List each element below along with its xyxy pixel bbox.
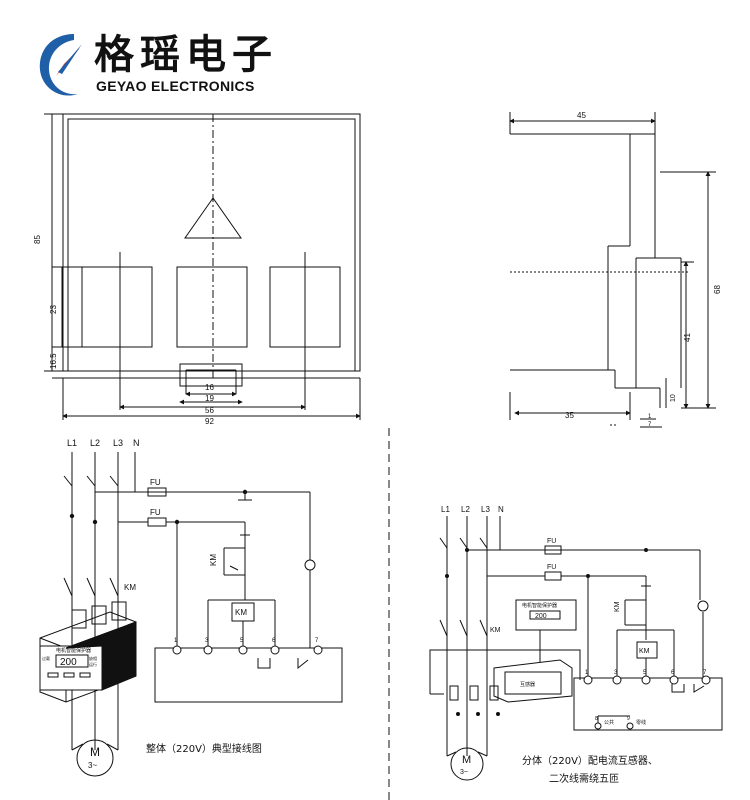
left-motor-m: M	[90, 745, 100, 759]
right-ct-label: 互感器	[520, 681, 535, 688]
dim-16-5: 16.5	[49, 353, 58, 369]
wiring-integrated-labels: L1 L2 L3 N FU FU KM KM KM 电机智能保护器 200 过载…	[42, 438, 319, 770]
left-l1: L1	[67, 438, 77, 448]
front-view	[44, 113, 361, 420]
right-l3: L3	[481, 505, 490, 514]
right-label-common: 公共	[604, 719, 614, 726]
coil-km-right	[636, 641, 658, 659]
brand-name-cn: 格瑶电子	[94, 32, 278, 78]
dim-41: 41	[683, 333, 692, 342]
right-km-coil-tag: KM	[614, 601, 621, 612]
right-display: 200	[535, 613, 547, 620]
right-term-8: 8	[595, 716, 598, 722]
right-device-title: 电机智能保护器	[522, 602, 557, 609]
right-caption-line1: 分体（220V）配电流互感器、	[522, 754, 658, 767]
right-motor-m: M	[462, 754, 471, 766]
dim-85: 85	[33, 235, 42, 244]
dim-35: 35	[565, 411, 574, 420]
front-window-left	[81, 266, 153, 348]
dim-45: 45	[577, 111, 586, 120]
left-n: N	[133, 438, 140, 448]
dim-56: 56	[205, 406, 214, 415]
motor-left-circle	[76, 739, 114, 777]
left-fu-2: FU	[150, 508, 161, 517]
left-fu-1: FU	[150, 478, 161, 487]
wiring-split	[429, 516, 723, 781]
front-inner-frame	[67, 118, 356, 372]
display-unit-right	[515, 599, 577, 631]
left-side-label-1: 过载	[42, 655, 50, 661]
right-l2: L2	[461, 505, 470, 514]
dim-7: 7	[648, 422, 652, 428]
left-term-3: 3	[205, 638, 209, 644]
geyao-logo-icon	[39, 34, 82, 96]
right-km-main: KM	[490, 627, 501, 634]
left-term-1: 1	[174, 638, 178, 644]
right-fu-2: FU	[547, 564, 556, 571]
left-motor-sub: 3~	[88, 761, 97, 770]
dim-19: 19	[205, 394, 214, 403]
brand-logo: 格瑶电子 GEYAO ELECTRONICS	[34, 26, 274, 106]
dim-92: 92	[205, 417, 214, 426]
motor-right-circle	[450, 747, 484, 781]
brand-name-en: GEYAO ELECTRONICS	[96, 78, 255, 94]
wiring-split-labels: L1 L2 L3 N FU FU KM KM KM 电机智能保护器 200 互感…	[441, 505, 707, 785]
front-base-slot	[179, 363, 243, 387]
right-term-1: 1	[585, 670, 589, 676]
front-window-center	[176, 266, 248, 348]
left-term-7: 7	[315, 638, 319, 644]
dim-23: 23	[49, 305, 58, 314]
terminal-block-right	[573, 677, 723, 731]
wiring-split-dots	[445, 548, 648, 716]
dim-10: 10	[670, 394, 677, 402]
front-triangle-mark	[184, 197, 242, 239]
right-caption-line2: 二次线需绕五匝	[549, 772, 619, 785]
left-km-coil-tag: KM	[209, 554, 218, 566]
right-term-7: 7	[703, 670, 707, 676]
left-km-main: KM	[124, 583, 136, 592]
left-device-title: 电机智能保护器	[56, 647, 91, 654]
wiring-integrated	[39, 452, 343, 777]
right-term-3: 3	[614, 670, 618, 676]
side-view	[509, 112, 716, 428]
right-km-box: KM	[639, 648, 650, 655]
right-fu-1: FU	[547, 538, 556, 545]
dim-68: 68	[713, 285, 722, 294]
dim-16: 16	[205, 383, 214, 392]
left-side-label-2: 缺相	[89, 655, 97, 661]
right-term-9: 9	[627, 716, 630, 722]
right-term-5: 5	[643, 670, 647, 676]
wiring-integrated-terminals	[172, 645, 323, 655]
left-display: 200	[60, 657, 77, 668]
front-outer-frame	[62, 113, 361, 372]
left-side-label-3: 运行	[89, 661, 97, 667]
left-term-6: 6	[272, 638, 276, 644]
left-l2: L2	[90, 438, 100, 448]
front-view-labels: 85 23 16.5 16 19 56 92	[33, 235, 214, 426]
left-km-box: KM	[235, 608, 247, 617]
wiring-integrated-dots	[69, 489, 248, 525]
left-l3: L3	[113, 438, 123, 448]
right-l1: L1	[441, 505, 450, 514]
left-term-5: 5	[240, 638, 244, 644]
protector-device-left	[39, 601, 137, 703]
terminal-block-left	[154, 647, 343, 703]
left-caption: 整体（220V）典型接线图	[146, 742, 262, 755]
right-n: N	[498, 505, 504, 514]
right-label-neutral: 零线	[636, 719, 646, 726]
side-view-labels: 45 35 68 41 10 1 7	[565, 111, 722, 428]
right-motor-sub: 3~	[460, 769, 468, 776]
right-term-6: 6	[671, 670, 675, 676]
dim-1: 1	[648, 414, 652, 420]
wiring-split-terminals	[583, 675, 711, 730]
